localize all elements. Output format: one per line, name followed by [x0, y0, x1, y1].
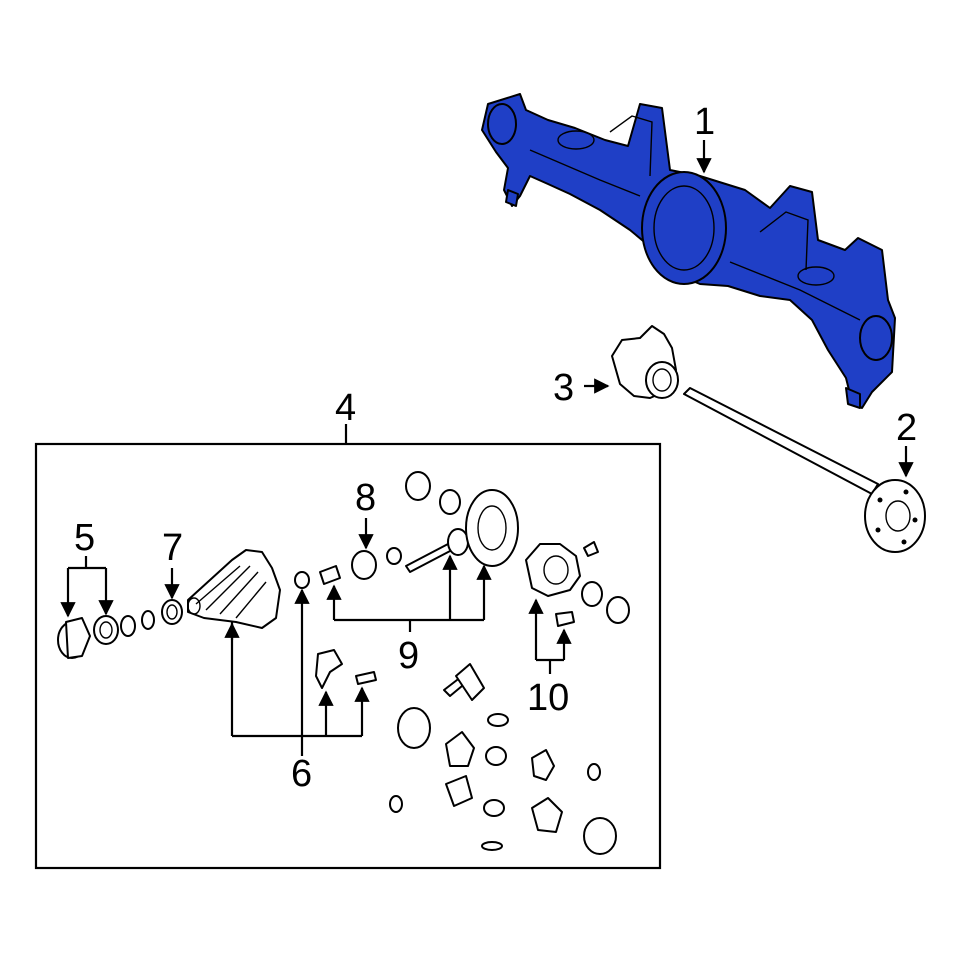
pinion-spacer[interactable] — [319, 547, 402, 585]
leader-lines — [60, 140, 914, 756]
differential-case[interactable] — [525, 541, 630, 627]
callout-5: 5 — [74, 517, 95, 559]
axle-shaft[interactable] — [683, 387, 926, 553]
axle-housing[interactable] — [481, 93, 896, 409]
differential-gears[interactable] — [389, 663, 617, 855]
callout-10: 10 — [527, 677, 569, 719]
pinion-bearing[interactable] — [161, 599, 183, 625]
ring-and-pinion[interactable] — [405, 471, 519, 573]
callout-7: 7 — [162, 527, 183, 569]
callout-3: 3 — [553, 367, 574, 409]
bearing-retainer[interactable] — [611, 325, 679, 399]
carrier-cap[interactable] — [315, 649, 343, 689]
callout-4: 4 — [335, 387, 356, 429]
carrier-assembly-frame — [34, 442, 662, 870]
differential-carrier[interactable] — [187, 549, 281, 629]
callout-9: 9 — [398, 635, 419, 677]
callout-1: 1 — [694, 101, 715, 143]
carrier-bolt[interactable] — [355, 671, 377, 685]
companion-flange-group[interactable] — [57, 610, 155, 659]
callout-8: 8 — [355, 477, 376, 519]
callout-2: 2 — [896, 407, 917, 449]
callout-6: 6 — [291, 753, 312, 795]
oil-seal-ring[interactable] — [294, 571, 310, 589]
